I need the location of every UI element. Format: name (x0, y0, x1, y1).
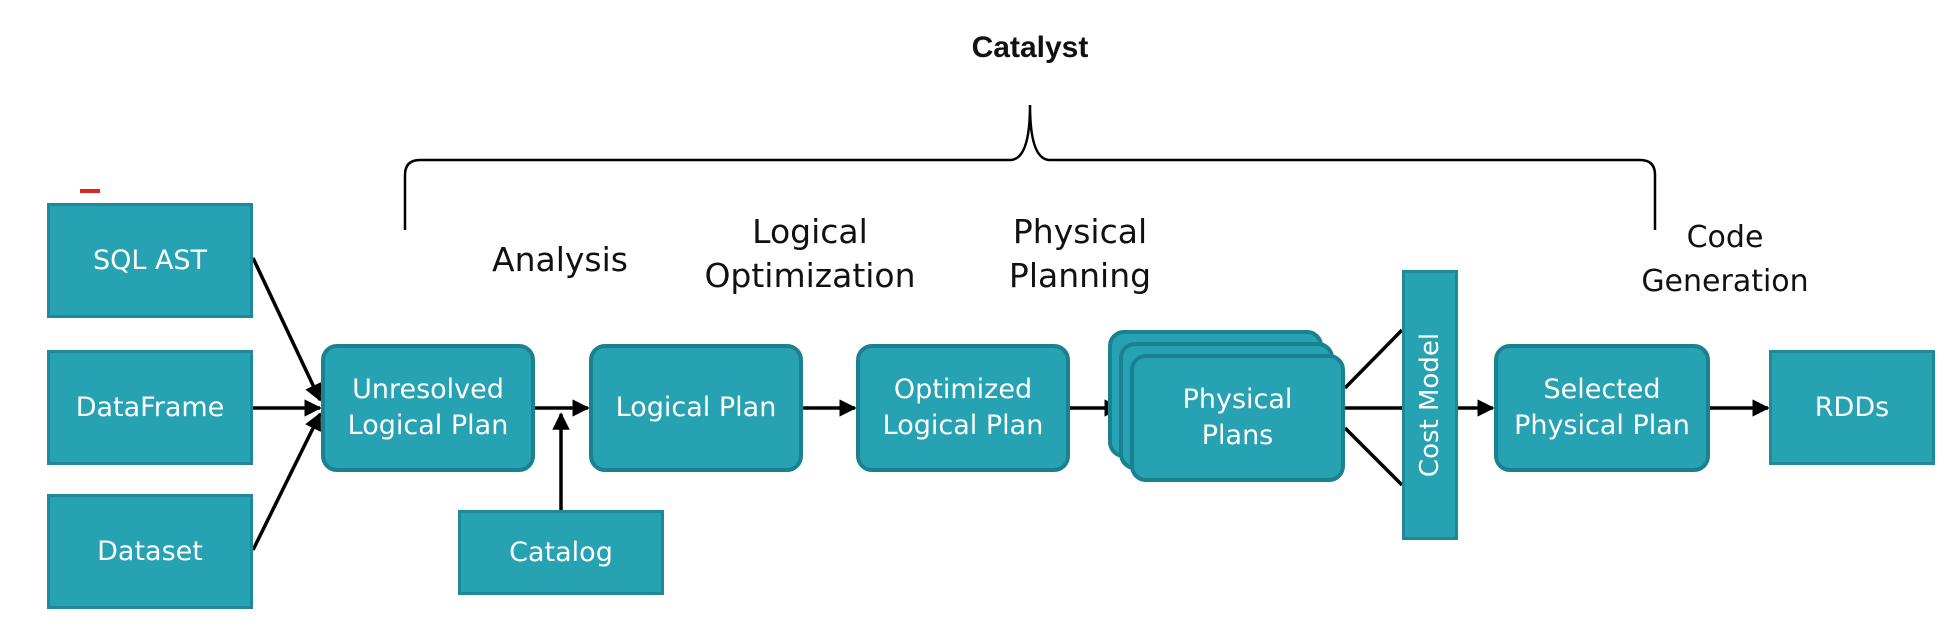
node-physical-plans: Physical Plans (1130, 354, 1345, 482)
stage-label-physical-planning: Physical Planning (1008, 212, 1152, 295)
node-selected-physical-plan: Selected Physical Plan (1494, 344, 1710, 472)
catalyst-brace (403, 104, 1657, 230)
stage-label-logical-optimization: Logical Optimization (704, 212, 916, 295)
line-physical-to-cost-bot (1343, 426, 1404, 487)
input-dataset: Dataset (47, 494, 253, 609)
input-sql-ast: SQL AST (47, 203, 253, 318)
catalyst-title: Catalyst (971, 31, 1089, 64)
stage-label-analysis: Analysis (492, 240, 628, 279)
node-rdds: RDDs (1769, 350, 1935, 465)
arrow-sqlast-to-unresolved (251, 257, 322, 402)
arrow-dataset-to-unresolved (251, 412, 322, 551)
line-physical-to-cost-top (1343, 328, 1404, 390)
input-dataframe: DataFrame (47, 350, 253, 465)
node-catalog: Catalog (458, 510, 664, 595)
cost-model-label: Cost Model (1415, 332, 1445, 478)
node-optimized-logical-plan: Optimized Logical Plan (856, 344, 1070, 472)
stage-label-code-generation: Code Generation (1641, 220, 1809, 299)
node-cost-model: Cost Model (1402, 270, 1458, 540)
node-unresolved-logical-plan: Unresolved Logical Plan (321, 344, 535, 472)
node-logical-plan: Logical Plan (589, 344, 803, 472)
red-mark (80, 189, 100, 193)
